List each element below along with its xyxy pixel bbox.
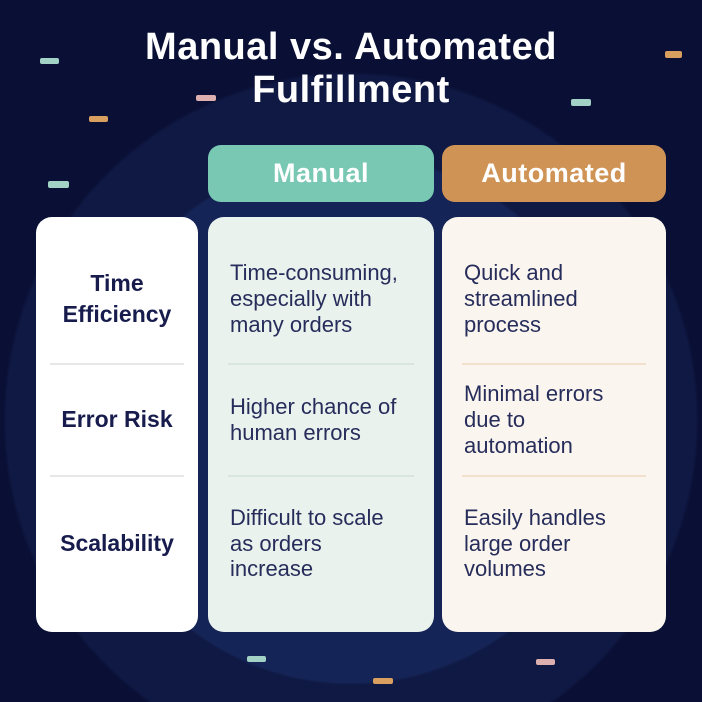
decorative-dash-teal bbox=[571, 99, 591, 106]
manual-time-efficiency-cell: Time-consuming, especially with many ord… bbox=[230, 260, 398, 337]
row-divider bbox=[462, 475, 646, 477]
page-title: Manual vs. Automated Fulfillment bbox=[145, 26, 557, 111]
row-divider bbox=[462, 363, 646, 365]
decorative-dash-teal bbox=[40, 58, 59, 64]
automated-scalability-cell: Easily handles large order volumes bbox=[464, 504, 606, 582]
row-divider bbox=[228, 475, 414, 477]
automated-error-risk-cell: Minimal errors due to automation bbox=[464, 381, 604, 458]
automated-time-efficiency-cell: Quick and streamlined process bbox=[464, 260, 578, 337]
decorative-dash-orange bbox=[373, 678, 393, 684]
manual-column-header: Manual bbox=[208, 145, 434, 202]
row-label-scalability: Scalability bbox=[60, 529, 174, 556]
row-divider bbox=[228, 363, 414, 365]
manual-scalability-cell: Difficult to scale as orders increase bbox=[230, 504, 384, 582]
row-divider bbox=[50, 363, 184, 365]
decorative-dash-teal bbox=[48, 181, 69, 188]
manual-error-risk-cell: Higher chance of human errors bbox=[230, 394, 397, 445]
decorative-dash-pink bbox=[196, 95, 216, 101]
automated-header-label: Automated bbox=[481, 158, 627, 188]
automated-column-header: Automated bbox=[442, 145, 666, 202]
automated-column: Quick and streamlined process Minimal er… bbox=[442, 217, 666, 632]
row-label-error-risk: Error Risk bbox=[61, 406, 173, 433]
decorative-dash-teal bbox=[247, 656, 266, 662]
row-divider bbox=[50, 475, 184, 477]
manual-header-label: Manual bbox=[272, 158, 369, 188]
decorative-dash-orange bbox=[665, 51, 682, 58]
row-labels-column: Time Efficiency Error Risk Scalability bbox=[36, 217, 198, 632]
row-label-time-efficiency: Time Efficiency bbox=[62, 269, 172, 327]
decorative-dash-orange bbox=[89, 116, 108, 122]
decorative-dash-pink bbox=[536, 659, 555, 665]
manual-column: Time-consuming, especially with many ord… bbox=[208, 217, 434, 632]
